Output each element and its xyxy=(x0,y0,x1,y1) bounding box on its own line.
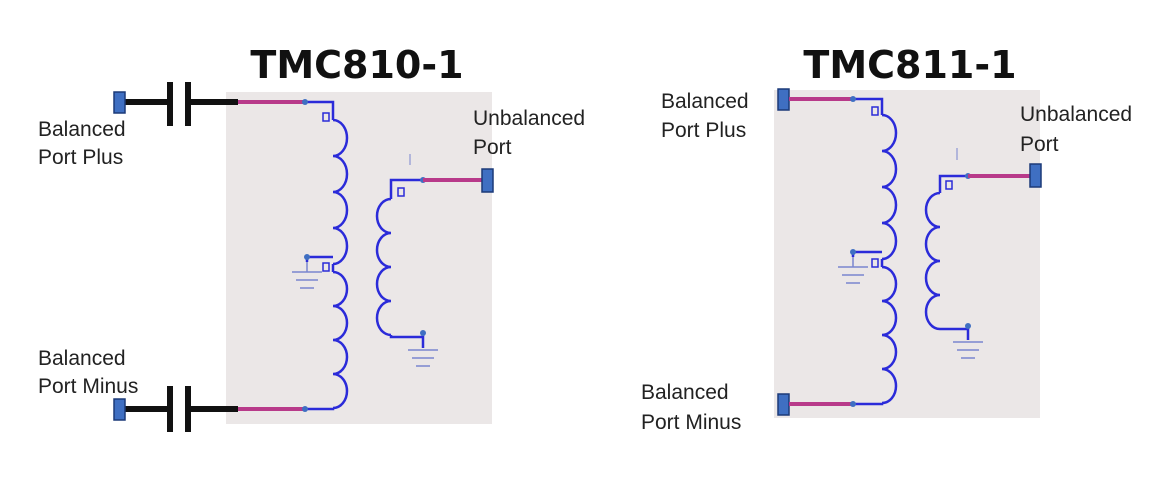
balanced-port-plus-label-line1: Balanced xyxy=(661,90,749,113)
primary-dot-center xyxy=(322,262,330,272)
tmc811-diagram: TMC811-1 xyxy=(641,43,1132,434)
primary-dot-top xyxy=(322,112,330,122)
unbalanced-port-label-line1: Unbalanced xyxy=(473,107,585,130)
unbalanced-port-label-line1: Unbalanced xyxy=(1020,103,1132,126)
tmc810-diagram: TMC810-1 xyxy=(38,43,585,432)
unbalanced-port-terminal xyxy=(481,168,494,193)
balanced-port-minus-terminal xyxy=(113,398,126,421)
secondary-dot xyxy=(397,187,405,197)
tmc811-body xyxy=(774,90,1040,418)
balanced-port-minus-label-line1: Balanced xyxy=(641,381,729,404)
secondary-winding xyxy=(375,178,425,348)
balanced-port-plus-label-line2: Port Plus xyxy=(661,119,746,142)
ground-icon xyxy=(408,349,438,367)
unbalanced-port-label-line2: Port xyxy=(1020,133,1059,156)
ground-icon xyxy=(292,262,322,289)
capacitor-plus xyxy=(125,82,238,126)
primary-dot-center xyxy=(871,258,879,268)
balanced-port-minus-label-line2: Port Minus xyxy=(38,375,138,398)
balanced-port-plus-label-line2: Port Plus xyxy=(38,146,123,169)
tmc811-title: TMC811-1 xyxy=(803,43,1016,87)
capacitor-minus xyxy=(125,386,238,432)
balanced-port-minus-terminal xyxy=(777,393,790,416)
ground-icon xyxy=(838,257,868,284)
unbalanced-port-terminal xyxy=(1029,163,1042,188)
balanced-port-plus-terminal xyxy=(777,88,790,111)
ground-icon xyxy=(953,341,983,359)
balanced-port-minus-label-line2: Port Minus xyxy=(641,411,741,434)
balanced-port-plus-terminal xyxy=(113,91,126,114)
balanced-port-plus-label-line1: Balanced xyxy=(38,118,126,141)
balanced-port-minus-label-line1: Balanced xyxy=(38,347,126,370)
unbalanced-port-label-line2: Port xyxy=(473,136,512,159)
primary-winding xyxy=(305,100,349,411)
secondary-dot xyxy=(945,180,953,190)
tmc810-title: TMC810-1 xyxy=(250,43,463,87)
primary-dot-top xyxy=(871,106,879,116)
tmc810-body xyxy=(226,92,492,424)
